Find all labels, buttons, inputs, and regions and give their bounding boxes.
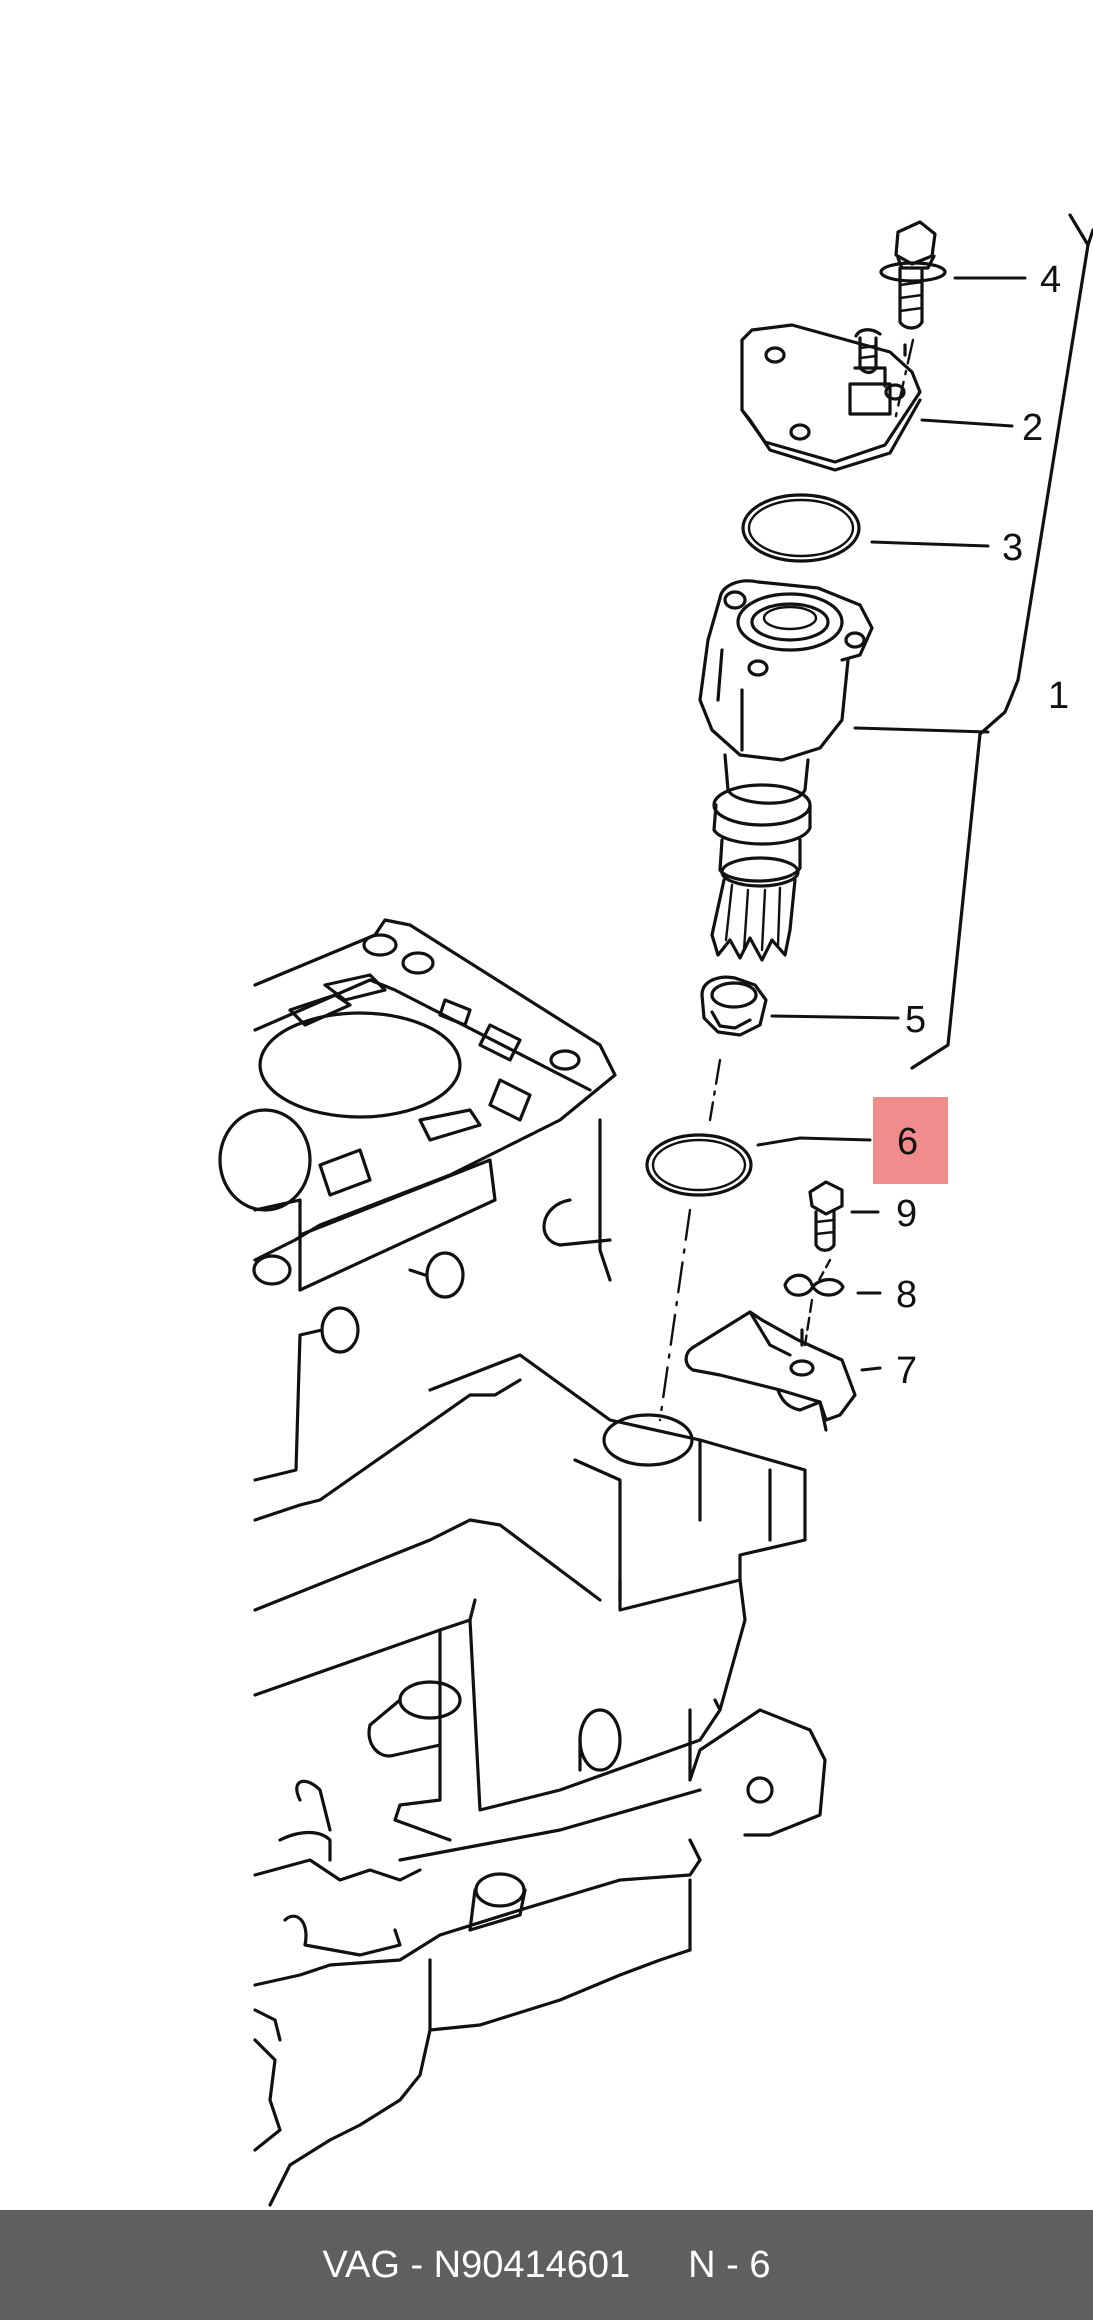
assembly-axis-lines <box>658 338 915 1422</box>
flange-plate-part-2 <box>740 323 922 472</box>
callout-2: 2 <box>1022 407 1043 449</box>
group-bracket <box>910 213 1090 1070</box>
callout-7: 7 <box>896 1350 917 1392</box>
part-reference: VAG - N90414601 <box>322 2243 631 2286</box>
group-bracket-tip <box>1086 228 1093 247</box>
clamp-bracket-part-7 <box>684 1310 857 1432</box>
o-ring-part-6 <box>645 1133 753 1197</box>
callout-6-highlight <box>873 1097 948 1184</box>
callout-6: 6 <box>897 1121 918 1163</box>
bolt-part-9 <box>808 1180 844 1252</box>
washer-part-8 <box>783 1273 845 1297</box>
sender-housing-part-1 <box>698 579 874 962</box>
callout-9: 9 <box>896 1193 917 1235</box>
o-ring-part-3 <box>741 493 861 563</box>
leader-lines <box>756 276 1027 1372</box>
callout-8: 8 <box>896 1274 917 1316</box>
callout-1: 1 <box>1048 675 1069 717</box>
position-label: N - 6 <box>688 2243 771 2286</box>
engine-block-drawing <box>218 918 827 2207</box>
part-info-footer: VAG - N90414601 N - 6 <box>0 2210 1093 2320</box>
callout-5: 5 <box>905 999 926 1041</box>
seal-part-5 <box>700 975 768 1037</box>
callout-3: 3 <box>1002 527 1023 569</box>
parts-diagram: 4 2 3 1 5 6 9 8 7 <box>218 213 1093 2207</box>
callout-4: 4 <box>1040 259 1061 301</box>
bolt-part-4 <box>879 220 947 357</box>
